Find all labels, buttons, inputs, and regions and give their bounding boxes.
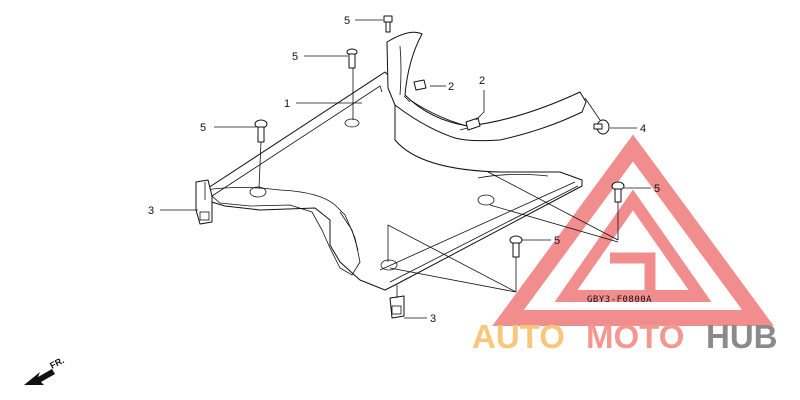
callout-2b: 2 — [479, 75, 485, 87]
bolt-part-5c — [611, 181, 625, 203]
callout-3b: 3 — [430, 313, 436, 325]
nut-part-3b — [389, 295, 405, 319]
front-direction-arrow-icon — [24, 369, 55, 385]
callout-4a: 5 — [344, 15, 350, 27]
floor-panel-part — [204, 71, 583, 291]
screw-part-4b — [593, 119, 610, 135]
callout-5c: 5 — [654, 183, 660, 195]
watermark-auto: AUTO — [472, 318, 565, 355]
clip-part-2a — [413, 79, 427, 91]
watermark-triangle-logo — [492, 134, 774, 326]
callout-1: 1 — [284, 98, 290, 110]
watermark-hub: HUB — [706, 318, 778, 355]
nut-part-3a — [195, 179, 213, 225]
callout-4b: 4 — [640, 123, 646, 135]
drawing-code: GBY3-F0800A — [587, 295, 652, 305]
callout-5b: 5 — [200, 122, 206, 134]
callout-2a: 2 — [448, 81, 454, 93]
watermark-moto: MOTO — [586, 318, 684, 355]
leader-lines — [160, 19, 651, 319]
callout-5d: 5 — [554, 235, 560, 247]
clip-part-2b — [465, 117, 481, 131]
front-marker-label: FR. — [48, 355, 65, 371]
watermark-logo: AUTO MOTO HUB — [472, 318, 778, 355]
bolt-part-5d — [509, 235, 523, 258]
bolt-part-5b — [254, 119, 268, 143]
bolt-part-5a — [346, 48, 358, 69]
callout-5a: 5 — [292, 51, 298, 63]
screw-part-4a — [383, 15, 393, 33]
callout-3a: 3 — [148, 205, 154, 217]
